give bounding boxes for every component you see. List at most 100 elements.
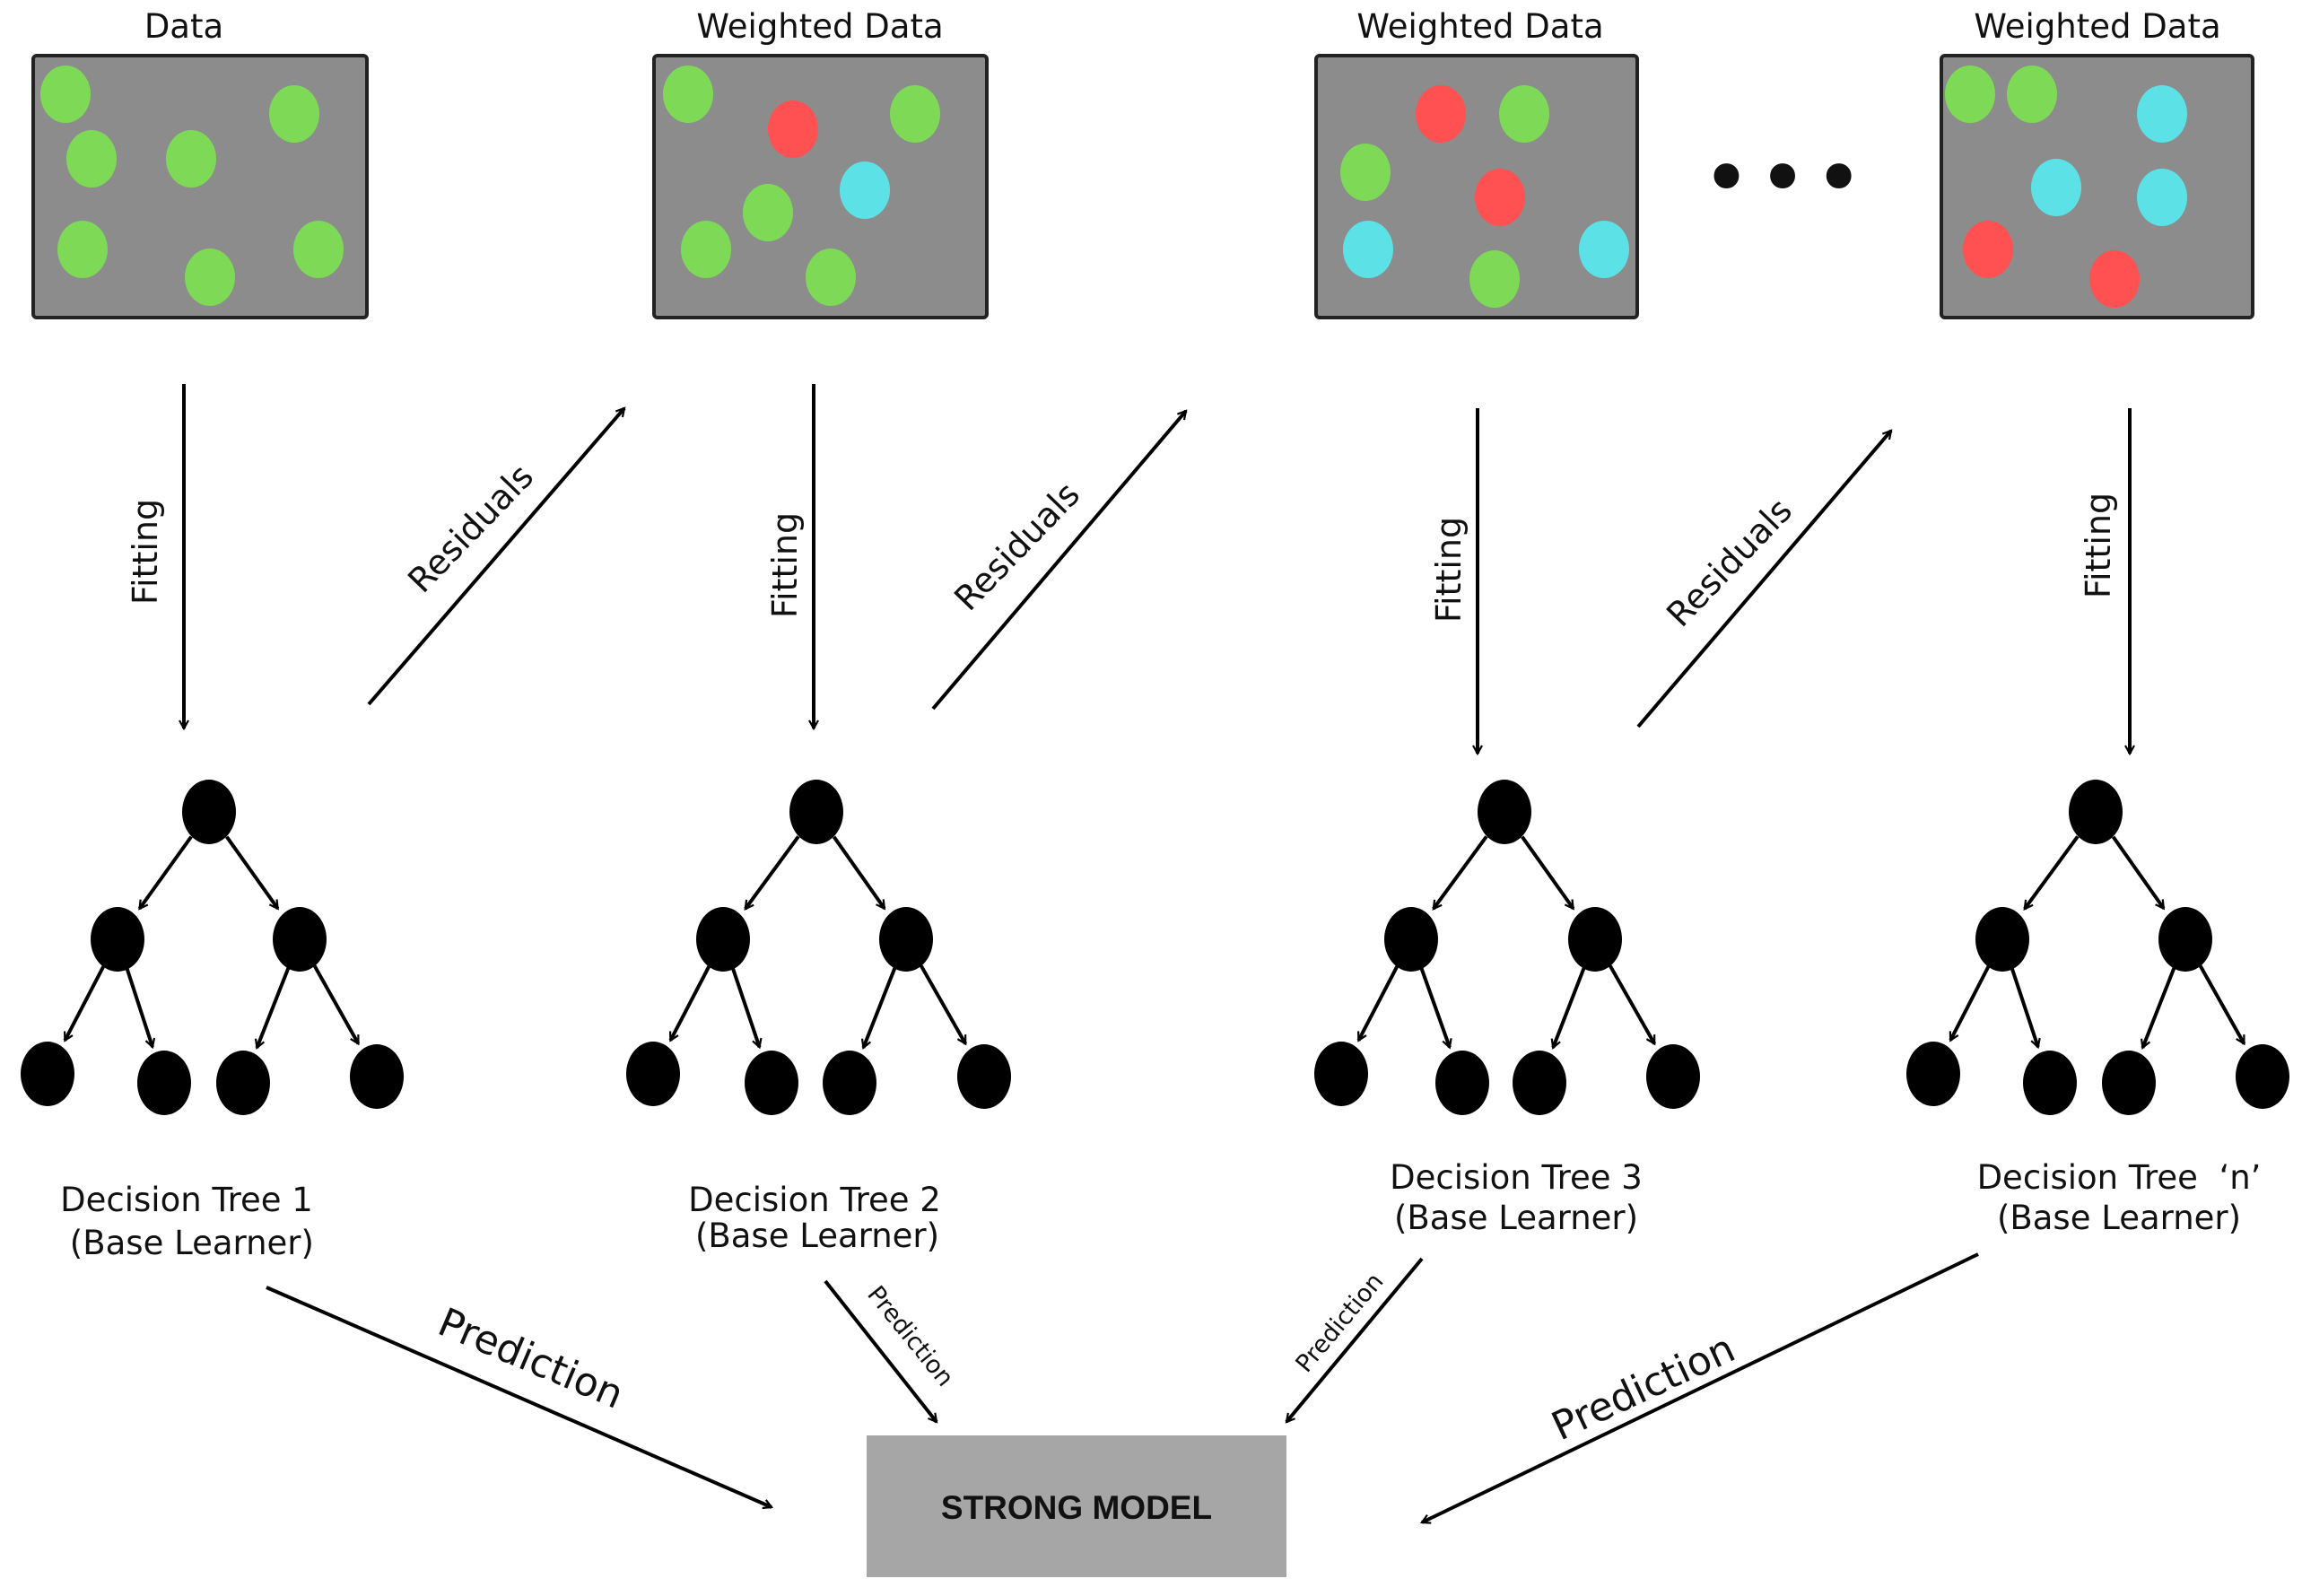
tree-caption-3: Decision Tree 3 (1390, 1158, 1643, 1197)
tree-2-edge (730, 967, 760, 1047)
tree-1-internal-node (91, 907, 144, 972)
tree-caption-2: Decision Tree 2 (688, 1181, 941, 1219)
tree-3-leaf-node (1314, 1042, 1368, 1106)
tree-4-leaf-node (2236, 1044, 2289, 1109)
data-point-green (40, 65, 91, 123)
tree-2-edge (668, 965, 711, 1041)
tree-2-root-node (789, 780, 843, 844)
panel-title-4: Weighted Data (1974, 7, 2220, 46)
tree-4-leaf-node (1906, 1042, 1960, 1106)
data-point-cyan (2031, 159, 2081, 216)
tree-role-1: (Base Learner) (59, 1224, 314, 1262)
data-point-green (663, 65, 713, 123)
data-point-red (2089, 250, 2140, 308)
tree-3-edge (1553, 966, 1586, 1048)
data-point-green (1499, 85, 1549, 143)
tree-4-edge (2198, 964, 2246, 1044)
residuals-arrow-2 (931, 411, 1188, 711)
data-point-green (890, 85, 940, 143)
ellipsis-more-iterations: ••• (1701, 128, 1870, 229)
tree-4-internal-node (1975, 907, 2029, 972)
tree-3-leaf-node (1646, 1044, 1700, 1109)
strong-model-box (867, 1435, 1286, 1577)
data-point-cyan (2137, 85, 2187, 143)
tree-2-edge (863, 966, 897, 1048)
tree-1-leaf-node (21, 1042, 74, 1106)
panel-title-2: Weighted Data (696, 7, 943, 46)
tree-2-internal-node (696, 907, 750, 972)
tree-3-edge (1419, 967, 1449, 1047)
data-point-red (768, 100, 818, 158)
tree-1-edge (125, 967, 153, 1047)
data-point-red (1475, 169, 1525, 226)
tree-3-leaf-node (1513, 1051, 1566, 1115)
fitting-label-1: Fitting (126, 499, 165, 605)
data-points (40, 65, 2187, 308)
data-point-cyan (2137, 169, 2187, 226)
data-point-green (57, 221, 108, 278)
tree-4-edge (2010, 967, 2038, 1047)
prediction-label-1: Prediction (432, 1299, 630, 1417)
panel-title-3: Weighted Data (1356, 7, 1603, 46)
tree-2-edge (744, 835, 800, 909)
tree-1-edge (63, 965, 106, 1041)
data-point-green (185, 249, 235, 306)
tree-3-leaf-node (1435, 1051, 1489, 1115)
tree-2-leaf-node (823, 1051, 876, 1115)
tree-caption-4: Decision Tree ‘n’ (1977, 1158, 2262, 1197)
data-point-green (166, 130, 216, 188)
strong-model-label: STRONG MODEL (941, 1489, 1212, 1526)
data-point-green (1945, 65, 1995, 123)
data-point-cyan (1579, 221, 1629, 278)
prediction-arrow-2 (824, 1279, 938, 1422)
prediction-label-3: Prediction (1291, 1268, 1390, 1378)
data-point-cyan (1343, 221, 1393, 278)
tree-4-internal-node (2158, 907, 2212, 972)
tree-2-internal-node (879, 907, 933, 972)
tree-2-leaf-node (957, 1044, 1011, 1109)
prediction-arrow-4 (1422, 1252, 1979, 1524)
prediction-arrow-3 (1285, 1257, 1424, 1422)
tree-2-leaf-node (626, 1042, 680, 1106)
tree-1-edge (225, 835, 280, 909)
tree-1-edge (312, 964, 361, 1044)
prediction-label-4: Prediction (1545, 1326, 1742, 1451)
data-point-green (1340, 144, 1391, 201)
tree-2-edge (920, 964, 967, 1044)
data-point-red (1963, 221, 2013, 278)
tree-1-edge (257, 966, 291, 1048)
fitting-label-2: Fitting (765, 512, 805, 618)
tree-1-root-node (182, 780, 236, 844)
fitting-label-3: Fitting (1429, 517, 1469, 623)
residuals-arrow-3 (1636, 431, 1893, 728)
tree-1-leaf-node (350, 1044, 404, 1109)
decision-trees (21, 780, 2289, 1115)
prediction-label-2: Prediction (861, 1281, 959, 1392)
data-point-green (743, 184, 793, 241)
tree-3-internal-node (1568, 907, 1622, 972)
tree-3-edge (1521, 835, 1575, 909)
tree-4-edge (2111, 835, 2166, 909)
data-point-green (806, 249, 856, 306)
data-point-green (1469, 250, 1520, 308)
tree-caption-1: Decision Tree 1 (60, 1181, 313, 1219)
tree-role-2: (Base Learner) (695, 1217, 939, 1255)
tree-4-leaf-node (2023, 1051, 2077, 1115)
tree-role-4: (Base Learner) (1997, 1199, 2241, 1237)
tree-3-root-node (1478, 780, 1531, 844)
tree-4-edge (1949, 965, 1991, 1040)
tree-4-edge (2142, 966, 2176, 1048)
data-point-green (269, 85, 319, 143)
tree-1-leaf-node (216, 1051, 270, 1115)
tree-3-edge (1432, 835, 1488, 909)
data-point-green (2007, 65, 2057, 123)
data-point-green (66, 130, 117, 188)
tree-role-3: (Base Learner) (1394, 1199, 1638, 1237)
tree-4-leaf-node (2102, 1051, 2156, 1115)
tree-3-edge (1609, 964, 1656, 1044)
tree-4-root-node (2069, 780, 2123, 844)
prediction-arrow-1 (266, 1286, 772, 1507)
data-point-cyan (840, 161, 890, 219)
fitting-label-4: Fitting (2079, 493, 2118, 598)
tree-2-leaf-node (745, 1051, 798, 1115)
